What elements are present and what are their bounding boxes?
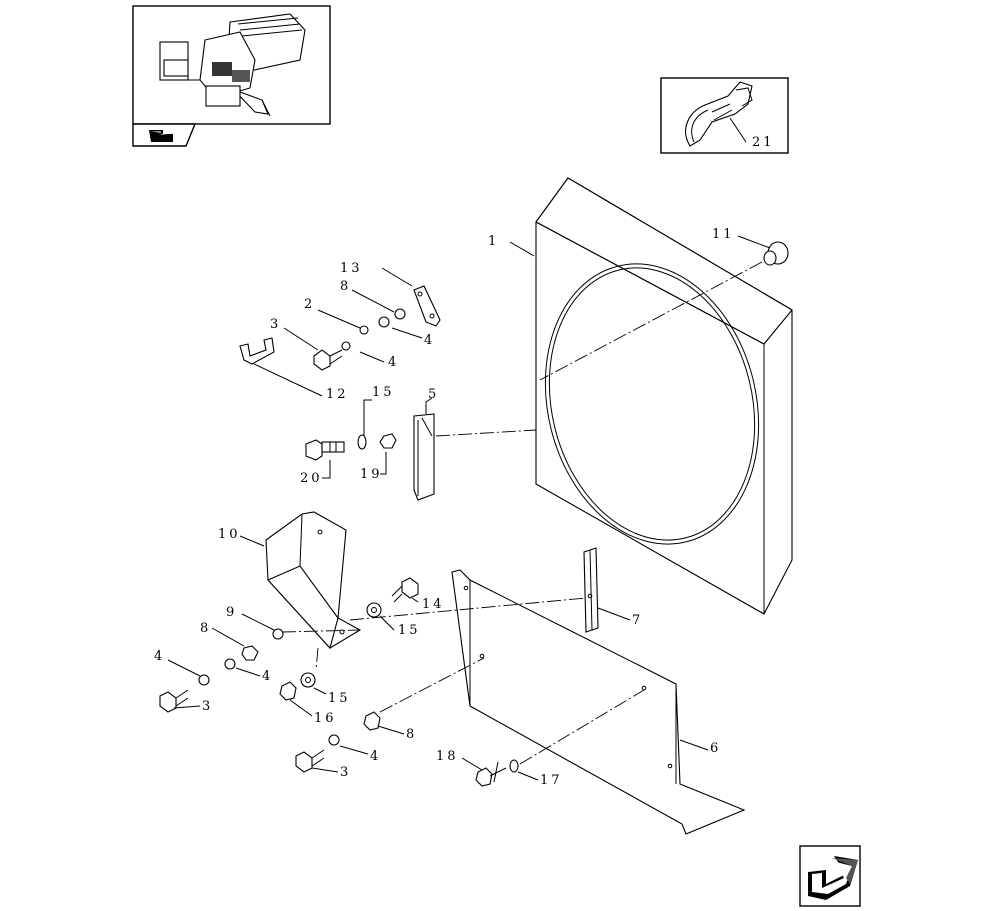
callout-19: 19: [360, 467, 383, 482]
callout-8: 8: [340, 279, 351, 294]
cap-part-11: [763, 241, 789, 266]
machine-overview-inset: [132, 5, 331, 147]
callout-7: 7: [632, 613, 643, 628]
bolt-part-3-left: [159, 689, 189, 713]
nut-part-16: [279, 681, 297, 701]
callout-11: 11: [712, 227, 735, 242]
bracket-part-10: [265, 511, 362, 650]
callout-8: 8: [200, 621, 211, 636]
callout-13: 13: [340, 261, 363, 276]
callout-16: 16: [314, 711, 337, 726]
latch-detail-inset: 21: [660, 77, 789, 154]
callout-1: 1: [488, 234, 499, 249]
bolt-part-14: [391, 577, 419, 603]
callout-10: 10: [218, 527, 241, 542]
callout-18: 18: [436, 749, 459, 764]
bolt-part-3-upper: [313, 349, 343, 371]
callout-3: 3: [270, 317, 281, 332]
plate-part-6: [451, 569, 746, 835]
callout-5: 5: [428, 387, 439, 402]
latch-detail-icon: [685, 81, 753, 147]
clip-part-12: [239, 337, 275, 365]
nut-part-19: [379, 433, 397, 449]
bracket-part-13: [413, 285, 441, 327]
callout-9: 9: [226, 605, 237, 620]
callout-2: 2: [304, 297, 315, 312]
strip-part-7: [583, 547, 599, 633]
callout-15: 15: [328, 691, 351, 706]
callout-17: 17: [540, 773, 563, 788]
strip-part-5: [413, 413, 435, 501]
page-flag[interactable]: [132, 123, 197, 147]
callout-21: 21: [752, 135, 775, 150]
callout-15: 15: [372, 385, 395, 400]
callout-8: 8: [406, 727, 417, 742]
radiator-shroud: [535, 177, 793, 615]
callout-20: 20: [300, 471, 323, 486]
callout-4: 4: [370, 749, 381, 764]
next-page-arrow-icon: [808, 856, 858, 900]
callout-4: 4: [424, 333, 435, 348]
callout-3: 3: [202, 699, 213, 714]
next-page-button[interactable]: [799, 845, 861, 907]
callout-3: 3: [340, 765, 351, 780]
page-flag-icon: [149, 130, 173, 142]
callout-15: 15: [398, 623, 421, 638]
callout-6: 6: [710, 741, 721, 756]
callout-12: 12: [326, 387, 349, 402]
callout-4: 4: [262, 669, 273, 684]
bolt-part-20: [305, 439, 345, 461]
callout-14: 14: [422, 597, 445, 612]
callout-4: 4: [154, 649, 165, 664]
pin-part-18: [475, 761, 507, 787]
machine-overview-icon: [159, 13, 306, 117]
callout-4: 4: [388, 355, 399, 370]
